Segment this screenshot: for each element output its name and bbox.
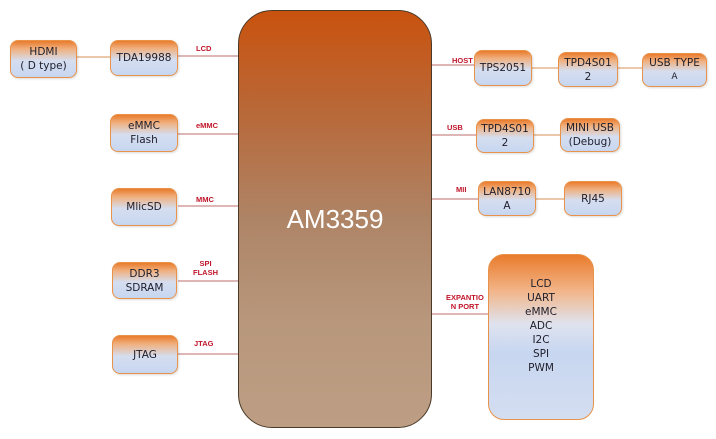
bus-label-emmc: eMMC <box>196 121 218 130</box>
block-mini-usb: MINI USB (Debug) <box>560 118 620 152</box>
expansion-item: SPI <box>532 348 550 360</box>
block-usb-type-a: USB TYPE A <box>642 53 707 87</box>
block-rj45: RJ45 <box>564 181 622 216</box>
block-lan8710a: LAN8710 A <box>478 181 536 216</box>
block-mini-usb-line2: (Debug) <box>568 136 612 148</box>
bus-label-host: HOST <box>452 56 473 65</box>
processor-am3359: AM3359 <box>238 10 432 428</box>
expansion-item: UART <box>527 292 555 304</box>
bus-label-usb: USB <box>447 123 463 132</box>
block-tpd4s012-host-line2: 2 <box>584 70 592 83</box>
bus-label-spi-text: SPI <box>199 259 212 268</box>
bus-label-expansion-text-1: EXPANTIO <box>446 293 484 302</box>
bus-label-mii: MII <box>456 185 466 194</box>
block-lan8710a-line2: A <box>503 199 511 212</box>
bus-label-emmc-text: eMMC <box>196 121 219 130</box>
block-tpd4s012-host-line1: TPD4S01 <box>564 56 612 69</box>
bus-label-jtag-text: JTAG <box>194 339 214 348</box>
block-hdmi-line1: HDMI <box>29 46 58 58</box>
expansion-item: ADC <box>529 320 553 332</box>
processor-label: AM3359 <box>286 203 384 234</box>
expansion-item: PWM <box>528 362 554 374</box>
block-hdmi-line2: ( D type) <box>20 60 67 72</box>
block-usb-type-a-line2: A <box>671 72 678 82</box>
expansion-item: eMMC <box>525 306 557 318</box>
block-tda19988: TDA19988 <box>110 40 178 76</box>
expansion-item: I2C <box>532 334 550 346</box>
block-tpd4s012-host: TPD4S01 2 <box>558 52 618 87</box>
bus-label-expansion-text-2: N PORT <box>450 302 480 311</box>
bus-label-usb-text: USB <box>447 123 463 132</box>
block-rj45-line1: RJ45 <box>581 192 605 205</box>
bus-label-host-text: HOST <box>452 56 473 65</box>
bus-label-mii-text: MII <box>456 185 467 194</box>
block-ddr3-sdram: DDR3 SDRAM <box>112 262 177 299</box>
block-jtag: JTAG <box>112 335 178 374</box>
bus-label-expansion-port: EXPANTIO N PORT <box>446 293 484 311</box>
bus-label-mmc: MMC <box>196 195 214 204</box>
bus-label-spi-flash: SPI FLASH <box>193 259 218 277</box>
block-ddr3-line2: SDRAM <box>125 281 164 294</box>
block-emmc-line2: Flash <box>130 134 158 146</box>
block-lan8710a-line1: LAN8710 <box>483 185 531 198</box>
block-microsd: MlicSD <box>111 188 177 226</box>
block-tpd4s012-usb: TPD4S01 2 <box>476 119 534 153</box>
block-emmc-line1: eMMC <box>128 120 160 132</box>
expansion-item: LCD <box>530 278 552 290</box>
block-mini-usb-line1: MINI USB <box>566 122 614 134</box>
bus-label-mmc-text: MMC <box>196 195 214 204</box>
block-tpd4s012-usb-line1: TPD4S01 <box>481 123 529 135</box>
block-expansion-port: LCD UART eMMC ADC I2C SPI PWM <box>488 254 594 420</box>
block-jtag-line1: JTAG <box>133 348 157 361</box>
block-tpd4s012-usb-line2: 2 <box>501 137 509 149</box>
block-ddr3-line1: DDR3 <box>129 267 160 280</box>
block-usb-type-a-line1: USB TYPE <box>649 57 700 69</box>
bus-label-lcd: LCD <box>196 44 211 53</box>
block-microsd-line1: MlicSD <box>126 201 162 213</box>
block-tda19988-line1: TDA19988 <box>116 52 172 64</box>
bus-label-flash-text: FLASH <box>193 268 218 277</box>
block-tps2051-line1: TPS2051 <box>479 62 527 74</box>
bus-label-jtag: JTAG <box>194 339 213 348</box>
block-tps2051: TPS2051 <box>474 50 532 86</box>
block-emmc-flash: eMMC Flash <box>110 114 178 152</box>
bus-label-lcd-text: LCD <box>196 44 212 53</box>
block-hdmi: HDMI ( D type) <box>10 40 77 78</box>
